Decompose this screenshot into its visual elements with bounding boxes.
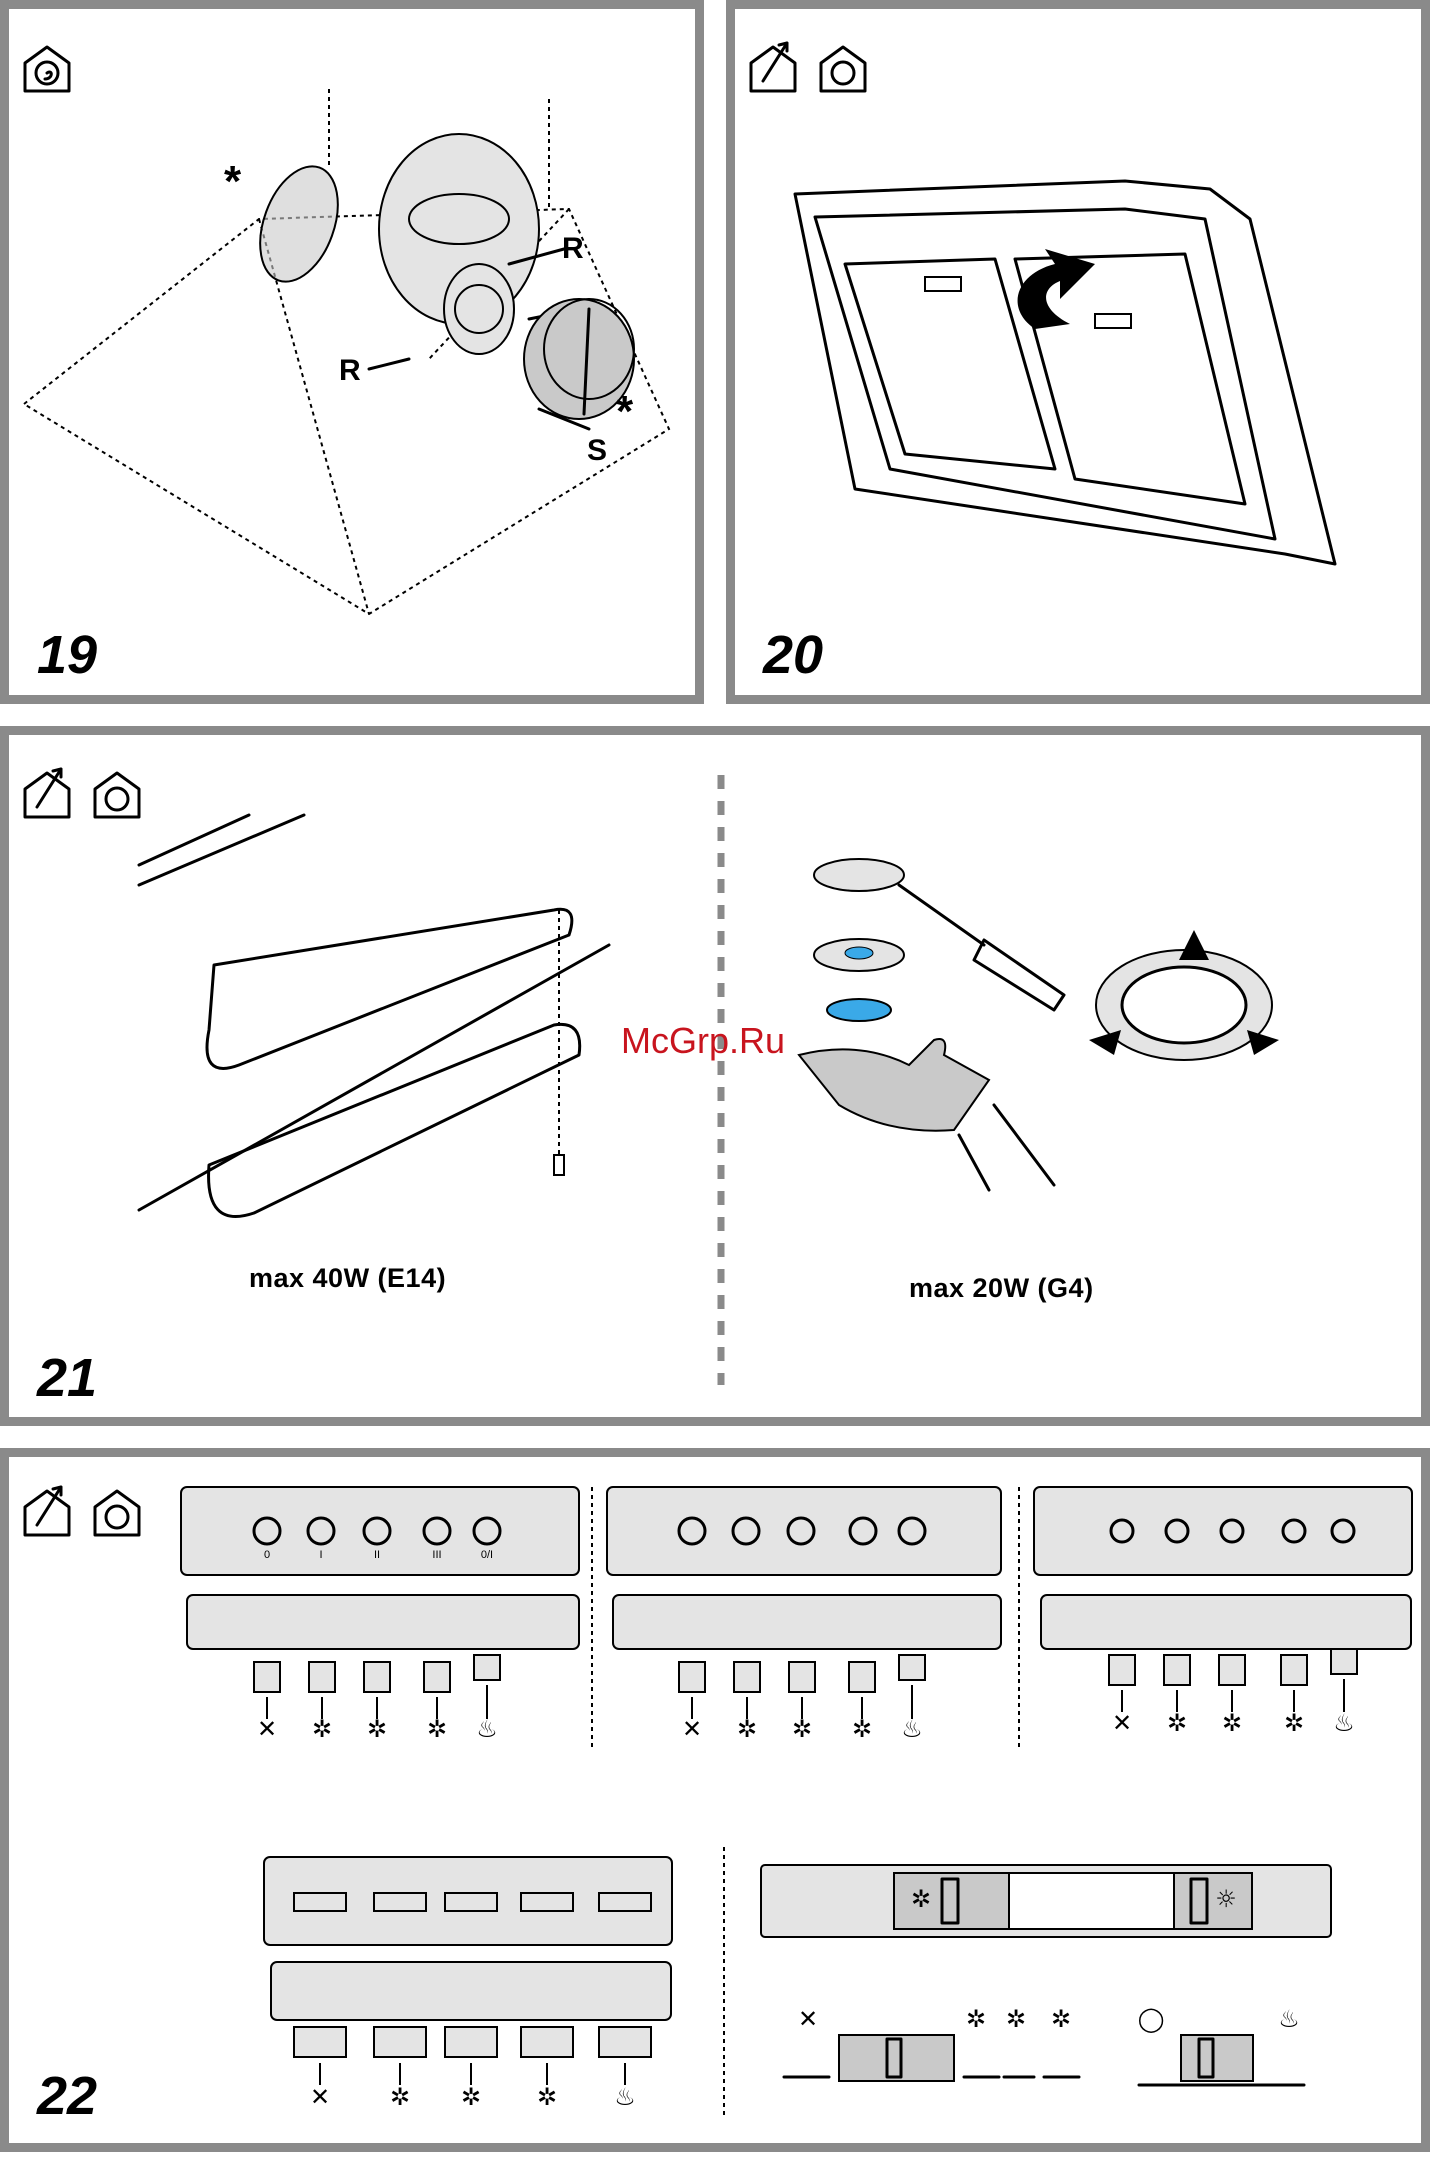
fan-speed-2-icon: ✲: [1210, 1709, 1254, 1737]
fan-off-icon: ✕: [1100, 1709, 1144, 1737]
recirculation-house-icon: [95, 1491, 139, 1535]
label-s: S: [587, 434, 607, 468]
label-r-top: R: [562, 232, 584, 266]
extraction-house-icon: [25, 769, 69, 817]
extraction-house-icon: [751, 43, 795, 91]
figure-19-drawing: [9, 9, 713, 713]
figure-21-panel: McGrp.Ru max 40W (E14) max 20W (G4) 21: [0, 726, 1430, 1426]
light-bulb-icon: ♨: [890, 1715, 934, 1743]
fan-speed-1-icon: ✲: [1155, 1709, 1199, 1737]
light-bulb-icon: ♨: [603, 2083, 647, 2111]
fan-speed-3-icon: ✲: [525, 2083, 569, 2111]
recirculation-house-icon: [25, 47, 69, 91]
figure-22-drawing: [9, 1457, 1430, 2161]
figure-number-19: 19: [37, 624, 97, 686]
figure-number-20: 20: [763, 624, 823, 686]
asterisk-2: *: [616, 387, 633, 437]
fan-speed-2-icon: ✲: [994, 2005, 1038, 2033]
figure-number-21: 21: [37, 1347, 97, 1409]
button-label-3: III: [422, 1549, 452, 1561]
fan-off-icon: ✕: [670, 1715, 714, 1743]
fan-speed-1-icon: ✲: [378, 2083, 422, 2111]
extraction-house-icon: [25, 1487, 69, 1535]
caption-max-20w: max 20W (G4): [909, 1273, 1094, 1304]
fan-off-icon: ✕: [245, 1715, 289, 1743]
light-icon: ☼: [1204, 1885, 1248, 1913]
fan-speed-1-icon: ✲: [954, 2005, 998, 2033]
fan-speed-2-icon: ✲: [780, 1715, 824, 1743]
watermark-text: McGrp.Ru: [621, 1020, 785, 1062]
recirculation-house-icon: [821, 47, 865, 91]
button-label-2: II: [362, 1549, 392, 1561]
light-bulb-icon: ♨: [1322, 1709, 1366, 1737]
figure-20-drawing: [735, 9, 1430, 713]
caption-max-40w: max 40W (E14): [249, 1263, 446, 1294]
button-label-0-1: 0/I: [472, 1549, 502, 1561]
figure-19-panel: * R R * S 19: [0, 0, 704, 704]
light-bulb-icon: ♨: [465, 1715, 509, 1743]
fan-speed-3-icon: ✲: [1039, 2005, 1083, 2033]
light-off-icon: ◯: [1129, 2005, 1173, 2033]
fan-speed-3-icon: ✲: [415, 1715, 459, 1743]
fan-speed-3-icon: ✲: [1272, 1709, 1316, 1737]
label-r-bottom: R: [339, 354, 361, 388]
fan-speed-3-icon: ✲: [840, 1715, 884, 1743]
asterisk-1: *: [224, 157, 241, 207]
figure-22-panel: 0 I II III 0/I ✕ ✲ ✲ ✲ ♨ ✕ ✲ ✲ ✲ ♨ ✕ ✲ ✲…: [0, 1448, 1430, 2152]
recirculation-house-icon: [95, 773, 139, 817]
fan-off-icon: ✕: [786, 2005, 830, 2033]
fan-speed-2-icon: ✲: [449, 2083, 493, 2111]
fan-speed-1-icon: ✲: [300, 1715, 344, 1743]
light-on-icon: ♨: [1267, 2005, 1311, 2033]
fan-off-icon: ✕: [298, 2083, 342, 2111]
figure-number-22: 22: [37, 2065, 97, 2127]
figure-20-panel: 20: [726, 0, 1430, 704]
fan-icon: ✲: [899, 1885, 943, 1913]
fan-speed-1-icon: ✲: [725, 1715, 769, 1743]
fan-speed-2-icon: ✲: [355, 1715, 399, 1743]
button-label-1: I: [306, 1549, 336, 1561]
figure-21-drawing: [9, 735, 1430, 1435]
button-label-0: 0: [252, 1549, 282, 1561]
